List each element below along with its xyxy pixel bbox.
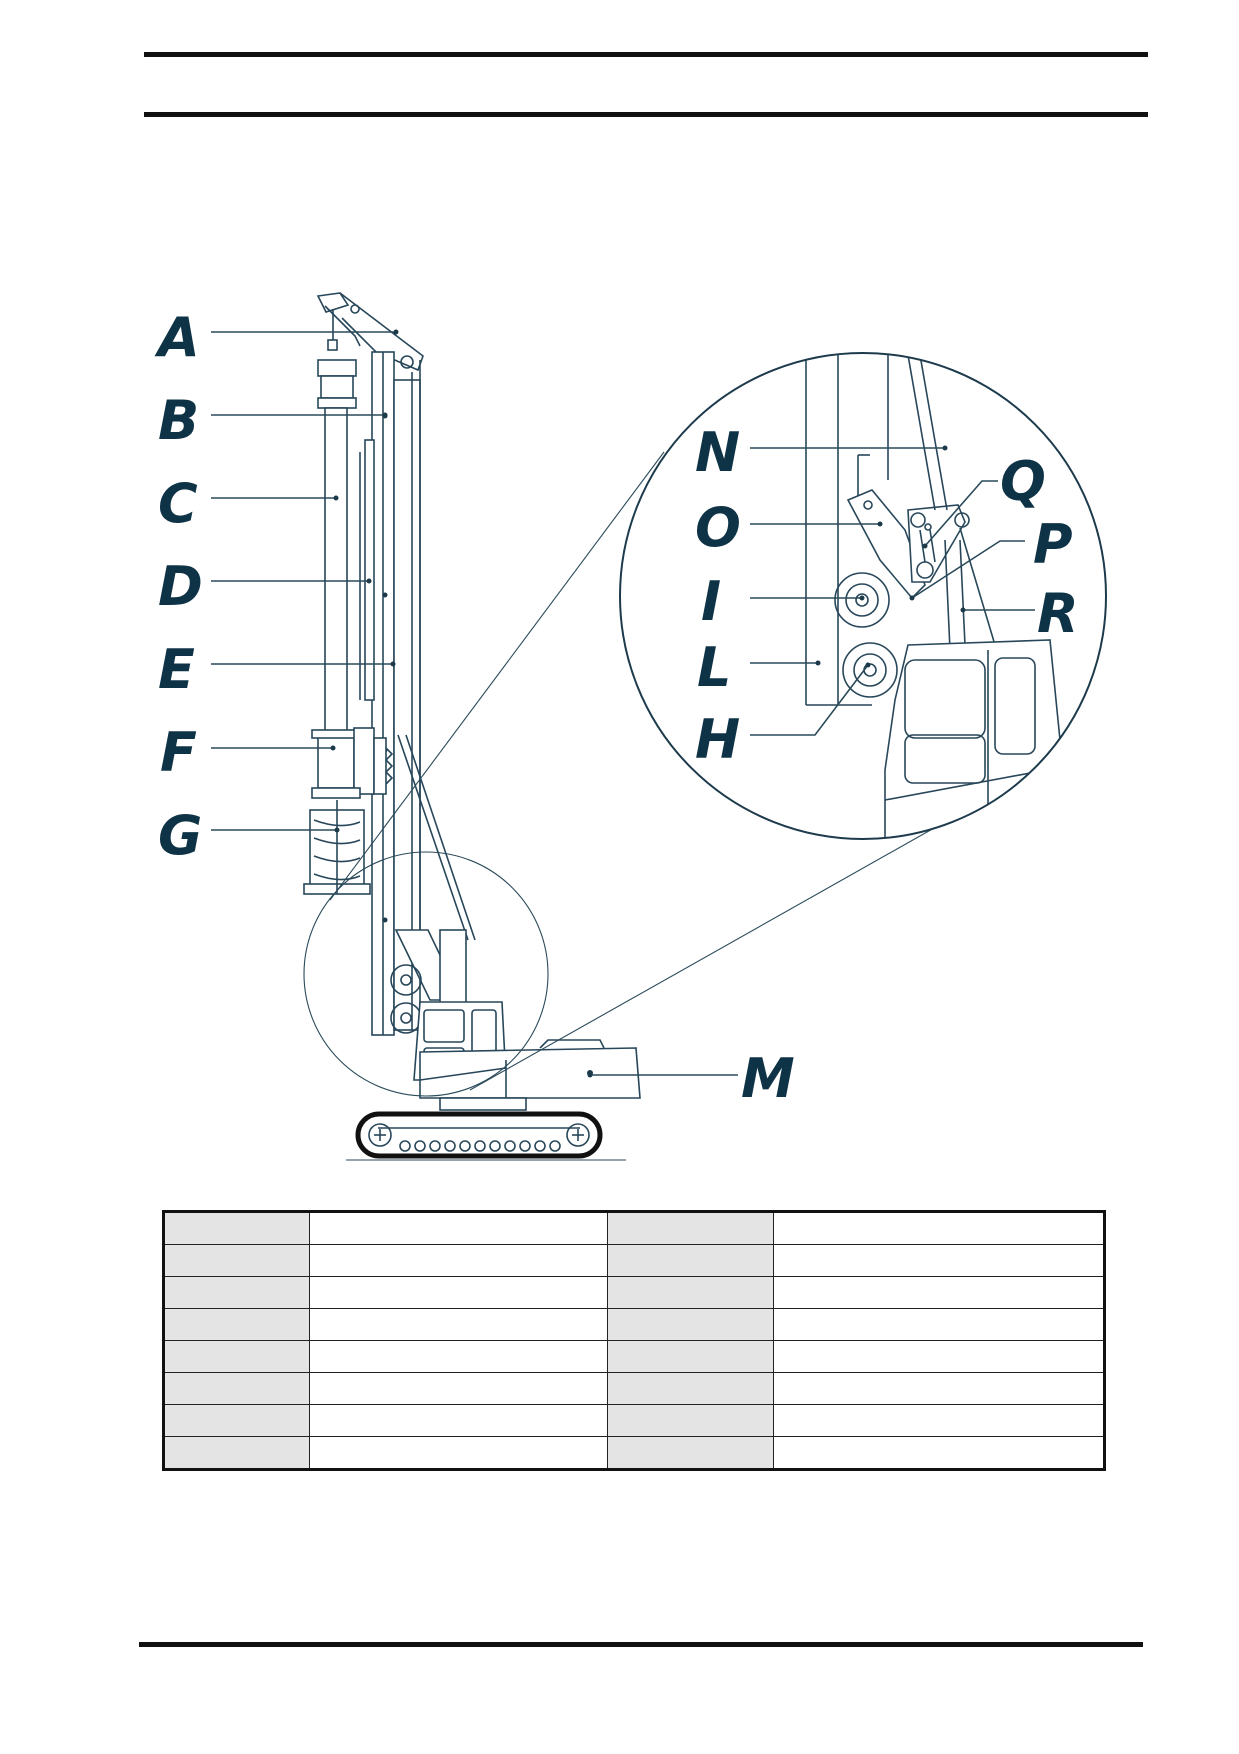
parts-legend-table: [162, 1210, 1106, 1471]
name-cell: [773, 1340, 1105, 1373]
header-rule-bottom: [144, 112, 1148, 117]
name-cell: [773, 1372, 1105, 1405]
code-cell: [607, 1276, 774, 1309]
header-rule-top: [144, 52, 1148, 57]
name-cell: [309, 1244, 608, 1277]
table-row: [163, 1436, 1105, 1470]
name-cell: [309, 1404, 608, 1437]
code-cell: [607, 1436, 774, 1470]
callout-r: R: [1037, 582, 1079, 645]
table-row: [163, 1372, 1105, 1405]
code-cell: [607, 1340, 774, 1373]
name-cell: [773, 1276, 1105, 1309]
name-cell: [309, 1211, 608, 1245]
callout-b: B: [158, 389, 199, 452]
table-row: [163, 1244, 1105, 1277]
code-cell: [607, 1404, 774, 1437]
callout-g: G: [158, 804, 202, 867]
name-cell: [773, 1436, 1105, 1470]
callout-d: D: [158, 555, 203, 618]
callout-i: I: [701, 570, 721, 633]
name-cell: [309, 1340, 608, 1373]
table-row: [163, 1404, 1105, 1437]
code-cell: [163, 1404, 310, 1437]
callout-m: M: [741, 1047, 795, 1110]
code-cell: [163, 1276, 310, 1309]
callout-f: F: [160, 721, 197, 784]
code-cell: [607, 1308, 774, 1341]
name-cell: [773, 1308, 1105, 1341]
table-row: [163, 1340, 1105, 1373]
name-cell: [309, 1372, 608, 1405]
name-cell: [309, 1436, 608, 1470]
drilling-rig: [303, 292, 641, 1161]
footer-rule: [139, 1642, 1143, 1647]
name-cell: [773, 1244, 1105, 1277]
code-cell: [607, 1372, 774, 1405]
detail-source-circle: [303, 851, 549, 1097]
code-cell: [163, 1211, 310, 1245]
callout-h: H: [695, 708, 740, 771]
code-cell: [163, 1436, 310, 1470]
name-cell: [309, 1308, 608, 1341]
code-cell: [163, 1340, 310, 1373]
callout-e: E: [158, 638, 195, 701]
callout-p: P: [1033, 513, 1073, 576]
callout-a: A: [154, 306, 200, 369]
table-row: [163, 1211, 1105, 1245]
code-cell: [163, 1244, 310, 1277]
callout-l: L: [697, 636, 731, 699]
code-cell: [607, 1211, 774, 1245]
table-row: [163, 1308, 1105, 1341]
callout-q: Q: [1000, 450, 1046, 513]
table-row: [163, 1276, 1105, 1309]
projection-line-upper: [329, 451, 665, 901]
name-cell: [773, 1211, 1105, 1245]
callout-c: C: [158, 472, 198, 535]
callout-n: N: [695, 421, 740, 484]
name-cell: [309, 1276, 608, 1309]
callout-o: O: [695, 496, 741, 559]
code-cell: [607, 1244, 774, 1277]
code-cell: [163, 1372, 310, 1405]
callout-labels: A B C D E F G N O I L H Q P R M: [154, 306, 1079, 1110]
leader-lines: [211, 329, 1035, 1078]
detail-inset: [619, 352, 1107, 840]
projection-line-lower: [469, 809, 967, 1091]
code-cell: [163, 1308, 310, 1341]
name-cell: [773, 1404, 1105, 1437]
